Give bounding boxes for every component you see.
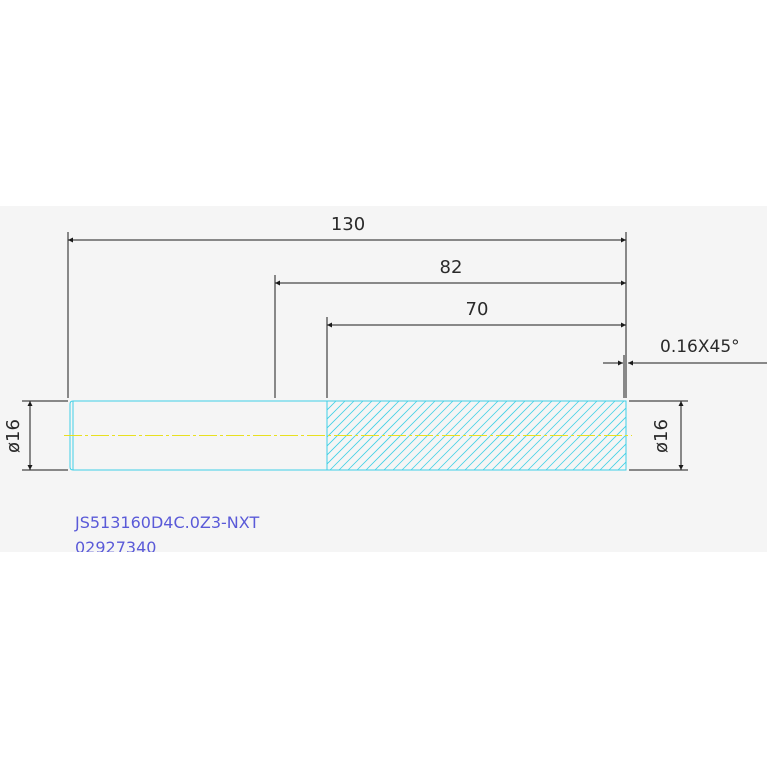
diameter-left: ø16 <box>3 400 68 471</box>
dimension-70: 70 <box>326 299 626 398</box>
diameter-right: ø16 <box>629 400 688 471</box>
hatch-line <box>599 443 626 470</box>
dimension-text-130: 130 <box>331 214 365 235</box>
hatch-line <box>327 401 355 429</box>
diameter-left-text: ø16 <box>3 419 24 453</box>
chamfer-text: 0.16X45° <box>660 337 740 357</box>
part-body <box>64 400 632 471</box>
part-code: JS513160D4C.0Z3-NXT <box>74 513 259 532</box>
hatch-line <box>327 401 346 420</box>
part-label: JS513160D4C.0Z3-NXT 02927340 <box>74 513 259 552</box>
chamfer-callout: 0.16X45° <box>603 337 767 398</box>
dimension-130: 130 <box>67 214 627 398</box>
drawing-area: 130 82 70 0.16X45° ø16 ø16 JS513160D4C.0… <box>0 206 767 552</box>
technical-drawing: 130 82 70 0.16X45° ø16 ø16 JS513160D4C.0… <box>0 206 767 552</box>
dimension-82: 82 <box>274 257 626 398</box>
drawing-background <box>0 206 767 552</box>
hatch-line <box>608 452 626 470</box>
dimension-text-82: 82 <box>440 257 463 278</box>
dimension-text-70: 70 <box>466 299 489 320</box>
part-number: 02927340 <box>75 538 156 552</box>
diameter-right-text: ø16 <box>651 419 672 453</box>
